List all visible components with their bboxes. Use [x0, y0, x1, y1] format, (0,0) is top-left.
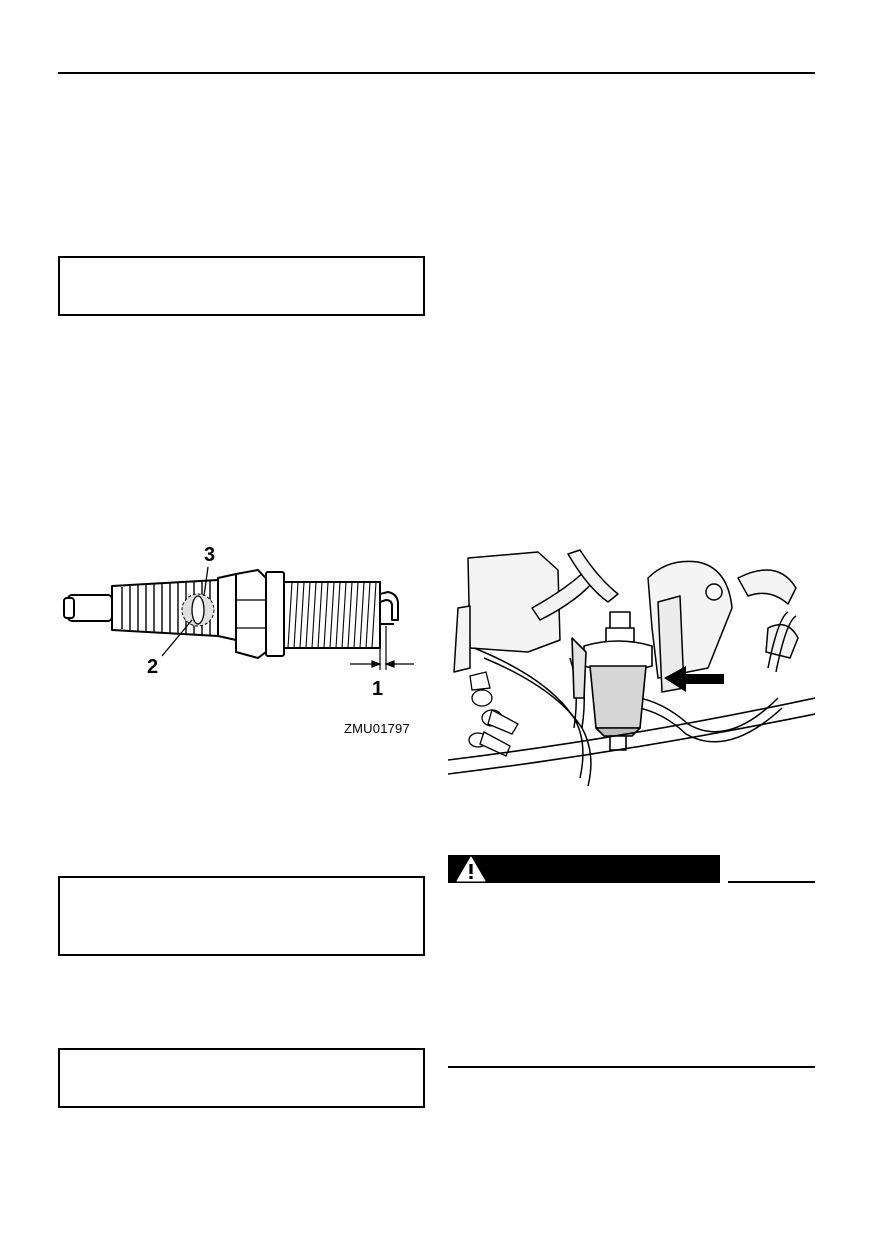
arrow-left-icon [664, 666, 724, 692]
spec-box-3 [58, 1048, 425, 1108]
warning-tail-rule [728, 881, 815, 883]
callout-2: 2 [147, 656, 159, 678]
spark-plug-figure [63, 566, 414, 670]
header-rule [58, 72, 815, 74]
warning-bar [448, 855, 720, 883]
callout-1: 1 [372, 678, 384, 700]
spec-box-1 [58, 256, 425, 316]
warning-end-rule [448, 1066, 815, 1068]
fuel-filter-figure [448, 548, 815, 786]
figure-code: ZMU01797 [344, 721, 410, 736]
spec-box-2 [58, 876, 425, 956]
warning-triangle-icon [456, 856, 486, 882]
callout-3: 3 [204, 544, 216, 566]
